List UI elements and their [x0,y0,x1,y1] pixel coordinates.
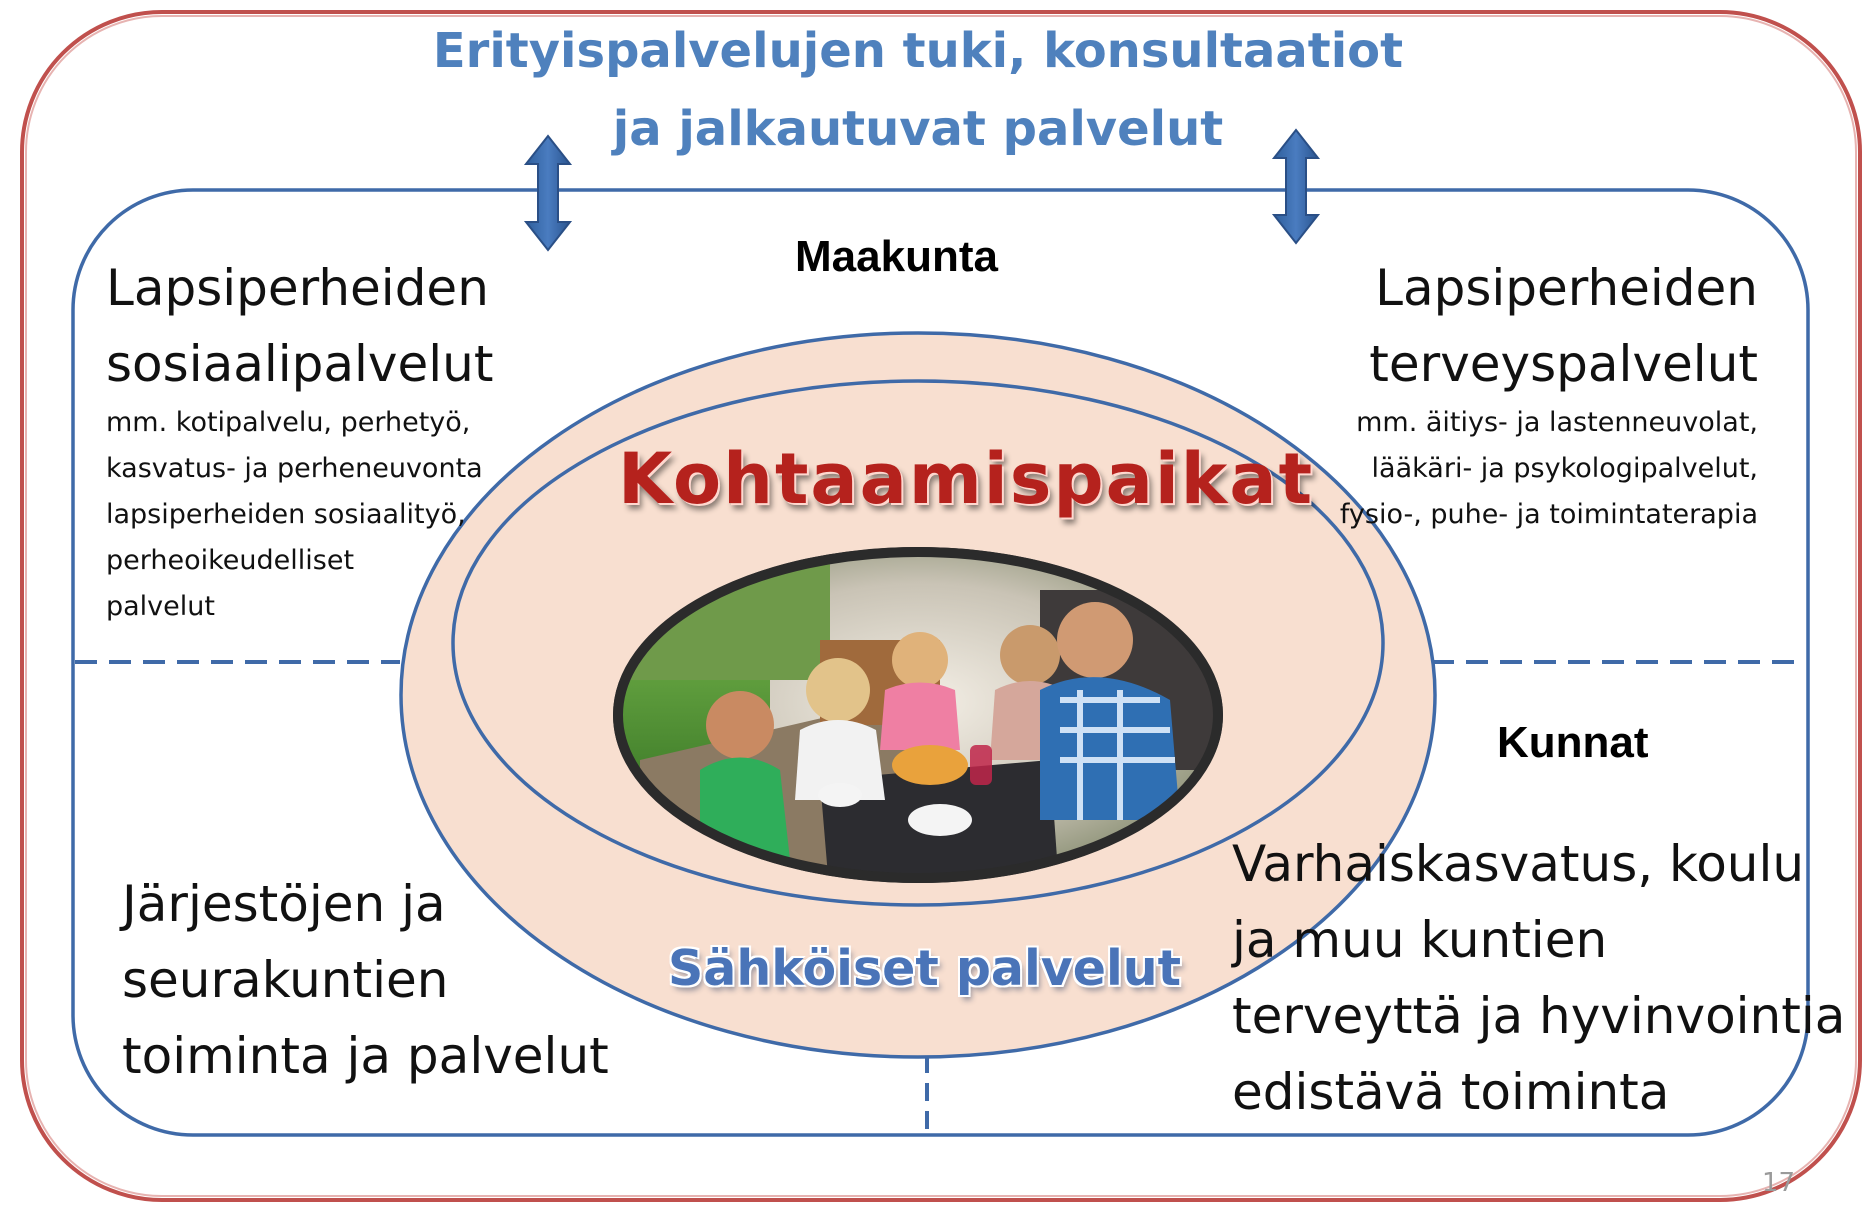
organizations-line: Järjestöjen ja [122,875,446,933]
social-services-detail: perheoikeudelliset [106,545,355,576]
outer-frame-shadow [25,15,1857,1197]
double-arrow-left-icon [523,134,573,252]
social-services-title-line1: Lapsiperheiden [106,259,489,317]
double-arrow-right-icon [1271,128,1321,245]
organizations-line: seurakuntien [122,951,449,1009]
outer-title-line2: ja jalkautuvat palvelut [612,101,1224,157]
health-services-detail: lääkäri- ja psykologipalvelut, [1371,453,1758,484]
health-services-detail: fysio-, puhe- ja toimintaterapia [1339,499,1758,530]
municipal-line: Varhaiskasvatus, koulu [1232,835,1805,893]
maakunta-label: Maakunta [795,232,998,281]
municipal-line: edistävä toiminta [1232,1063,1670,1121]
organizations-line: toiminta ja palvelut [122,1027,609,1085]
meeting-places-label: Kohtaamispaikat [618,438,1315,520]
health-services-detail: mm. äitiys- ja lastenneuvolat, [1356,407,1758,438]
social-services-detail: lapsiperheiden sosiaalityö, [106,499,466,530]
municipal-line: terveyttä ja hyvinvointia [1232,987,1846,1045]
kunnat-label: Kunnat [1497,718,1649,767]
social-services-detail: mm. kotipalvelu, perhetyö, [106,407,471,438]
municipal-line: ja muu kuntien [1232,911,1608,969]
health-services-title-line1: Lapsiperheiden [1375,259,1758,317]
health-services-title-line2: terveyspalvelut [1369,335,1758,393]
family-photo [613,547,1223,883]
social-services-detail: kasvatus- ja perheneuvonta [106,453,483,484]
page-number: 17 [1762,1168,1796,1198]
social-services-title-line2: sosiaalipalvelut [106,335,494,393]
outer-title-line1: Erityispalvelujen tuki, konsultaatiot [432,23,1404,79]
electronic-services-label: Sähköiset palvelut [668,940,1182,997]
social-services-detail: palvelut [106,591,215,622]
